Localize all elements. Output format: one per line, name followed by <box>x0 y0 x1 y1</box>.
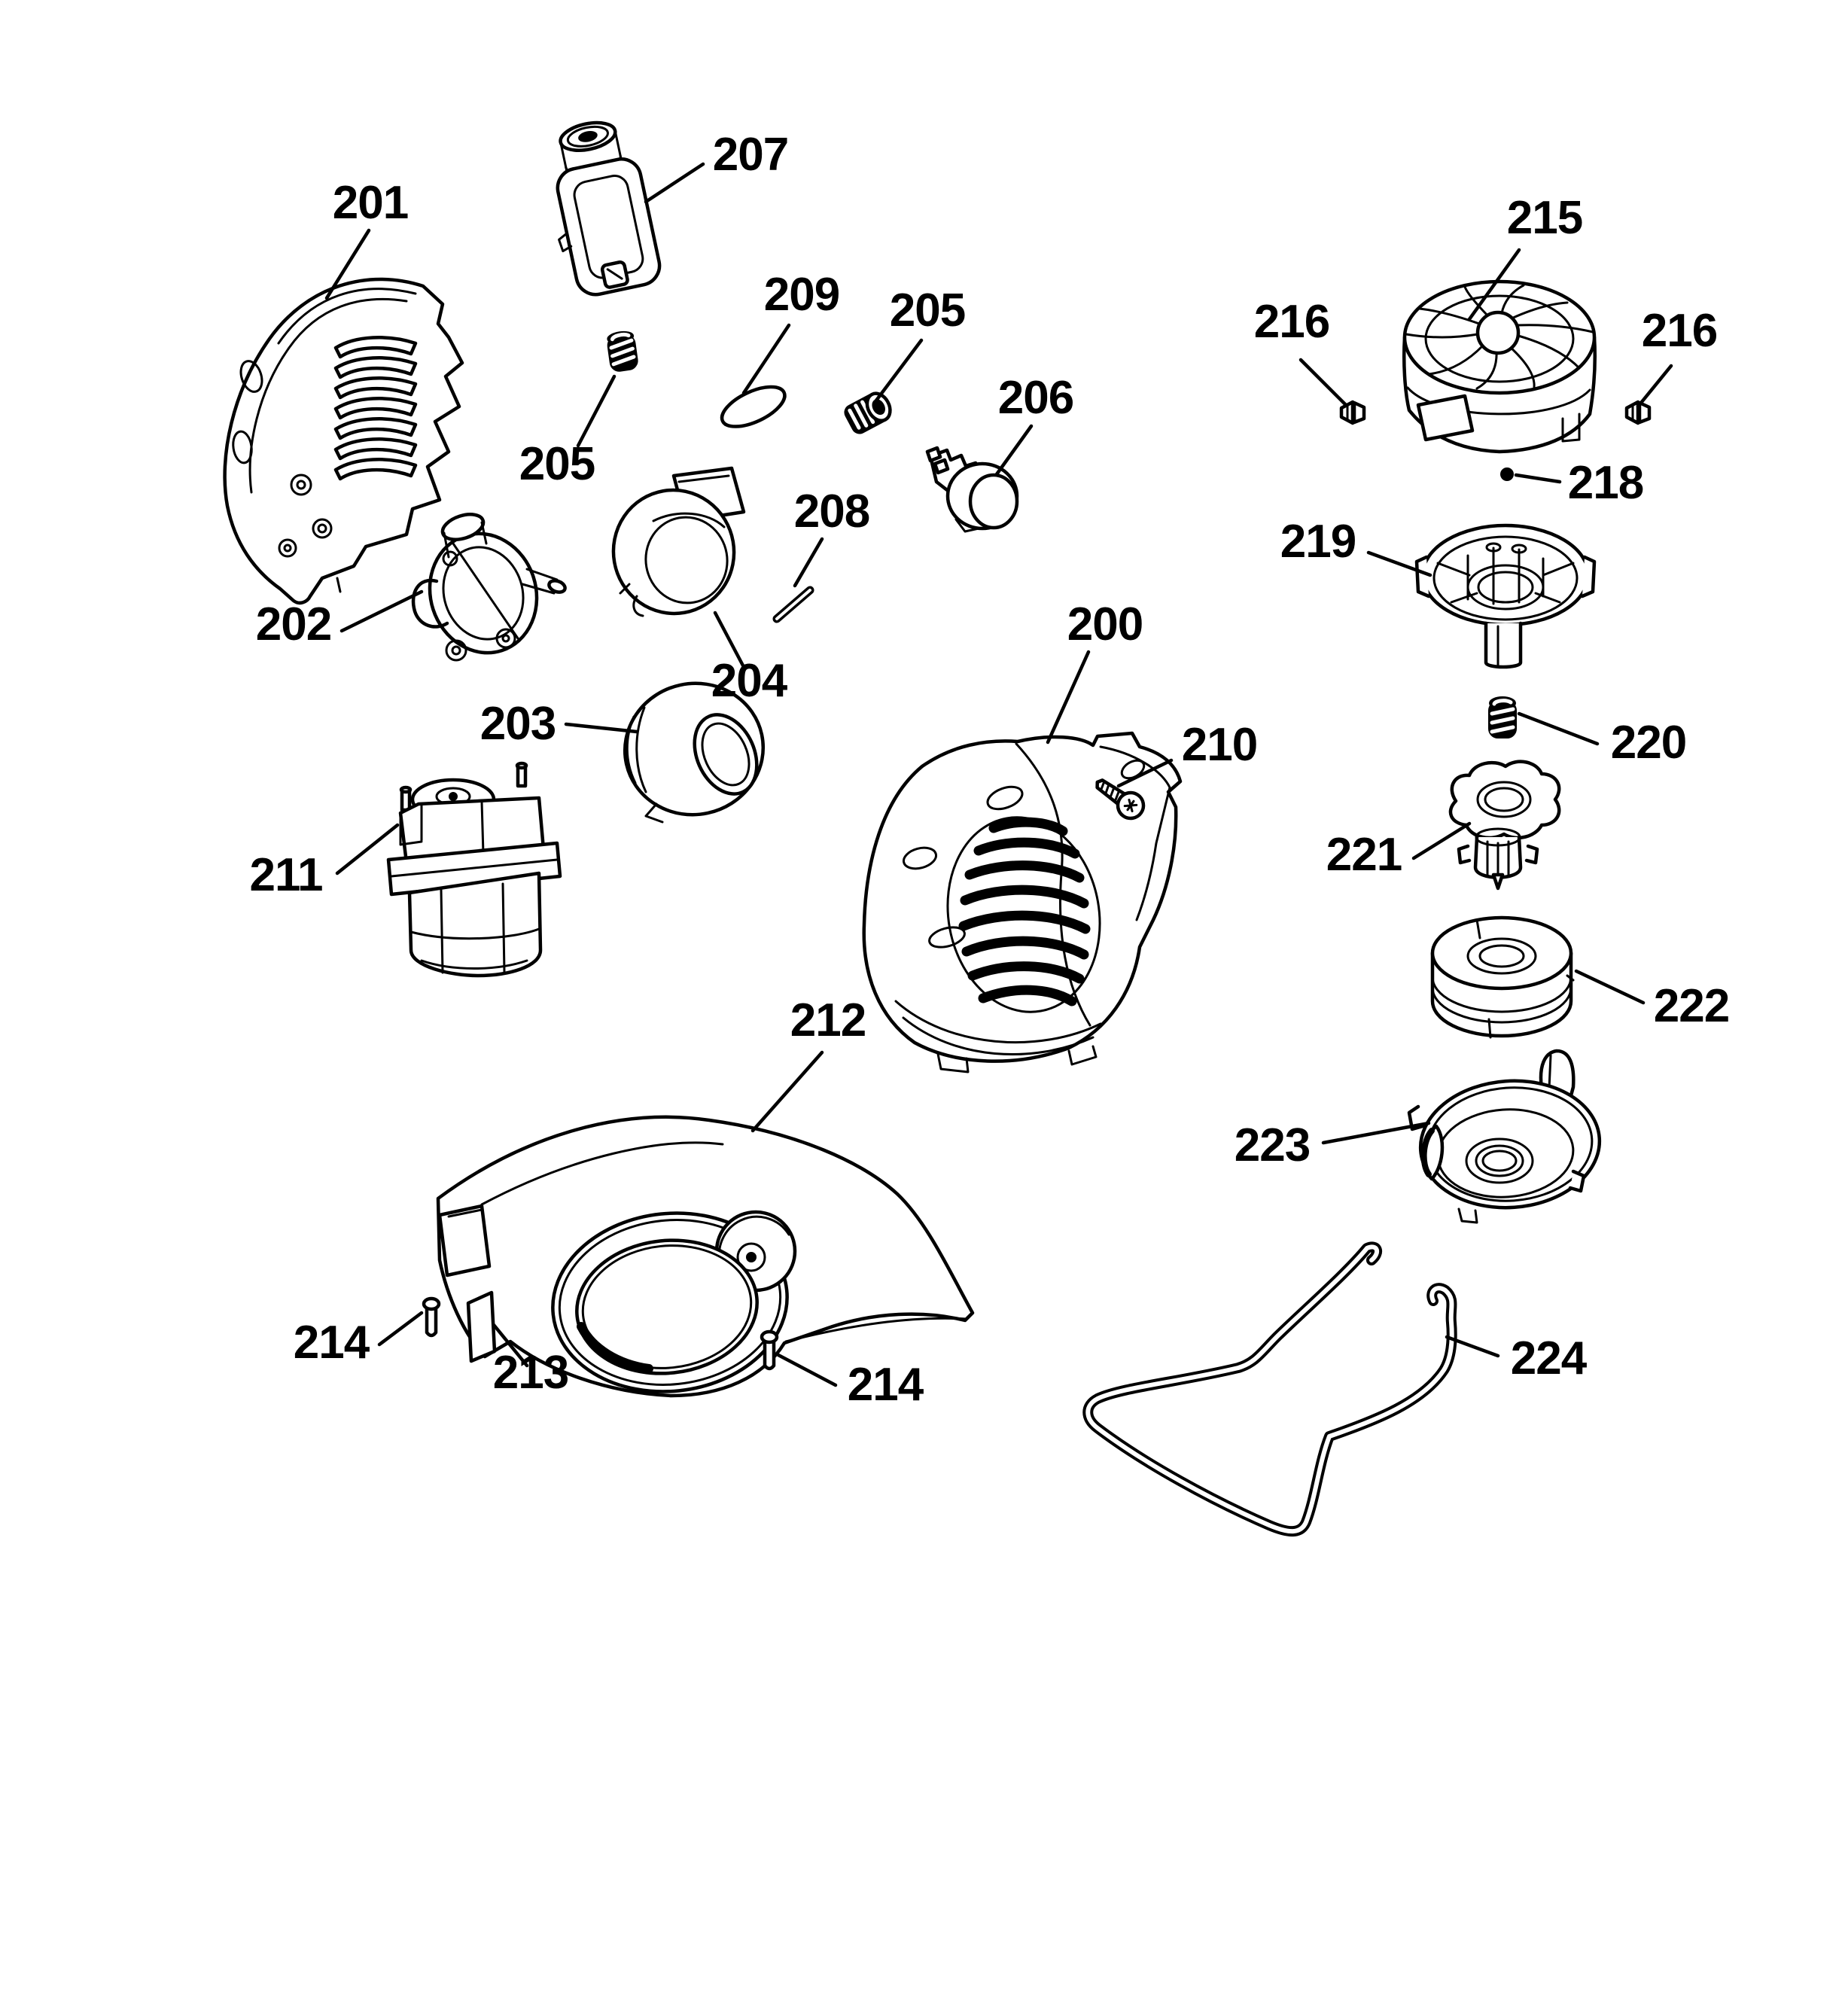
part-214-screw-left <box>422 1296 441 1338</box>
leader-206 <box>994 424 1034 477</box>
part-221-hub <box>1448 760 1561 891</box>
leader-216-right <box>1636 364 1673 409</box>
leader-209 <box>741 323 791 395</box>
callout-216-right: 216 <box>1642 305 1717 357</box>
leader-205-right <box>874 338 924 403</box>
part-203-collar <box>623 681 766 824</box>
leader-219 <box>1366 550 1432 577</box>
callout-218: 218 <box>1568 457 1643 509</box>
leader-208 <box>793 537 824 588</box>
part-210-screw <box>1095 778 1146 821</box>
leader-210 <box>1116 758 1174 788</box>
leader-218 <box>1514 473 1562 484</box>
callout-223: 223 <box>1235 1119 1310 1171</box>
part-211-motor <box>386 761 562 978</box>
part-202-gear-housing <box>411 513 567 662</box>
callout-213: 213 <box>493 1347 568 1399</box>
leader-223 <box>1321 1121 1431 1145</box>
part-219-spool-carrier <box>1414 523 1597 669</box>
part-213-plate <box>466 1290 497 1363</box>
part-220-spring <box>1488 696 1517 738</box>
callout-207: 207 <box>713 129 788 181</box>
part-201-housing-cover <box>223 277 464 605</box>
leader-lines <box>324 162 1673 1387</box>
callout-200: 200 <box>1067 598 1143 650</box>
leader-214-right <box>776 1353 838 1387</box>
part-205-spring-left <box>607 330 638 372</box>
part-200-main-housing <box>862 731 1183 1073</box>
leader-220 <box>1517 711 1600 746</box>
callout-221: 221 <box>1326 829 1402 881</box>
callout-205-right: 205 <box>890 285 965 337</box>
part-209-cap <box>720 385 787 428</box>
leader-200 <box>1046 650 1091 745</box>
part-204-cam-housing <box>611 466 746 617</box>
part-205-spring-right <box>844 391 892 434</box>
leader-202 <box>339 589 424 633</box>
leader-201 <box>324 228 371 300</box>
leader-207 <box>644 162 705 204</box>
callout-224: 224 <box>1511 1332 1588 1384</box>
leader-212 <box>750 1050 824 1133</box>
leader-221 <box>1411 821 1472 860</box>
part-207-bracket <box>556 120 662 297</box>
callout-labels: 200 201 202 203 204 205 205 206 207 208 … <box>249 129 1730 1411</box>
part-223-spool-cover <box>1407 1049 1602 1224</box>
callout-203: 203 <box>480 698 556 750</box>
leader-215 <box>1467 248 1521 321</box>
part-218-ball <box>1500 467 1514 481</box>
callout-201: 201 <box>333 177 408 229</box>
part-224-wire-guard <box>1082 1241 1457 1537</box>
callout-220: 220 <box>1611 717 1686 769</box>
callout-205-left: 205 <box>519 438 595 490</box>
callout-208: 208 <box>794 486 869 537</box>
part-215-fan <box>1402 279 1597 454</box>
leader-224 <box>1445 1335 1500 1358</box>
callout-214-left: 214 <box>294 1317 370 1369</box>
callout-210: 210 <box>1182 719 1257 771</box>
part-206-switch <box>925 446 1019 533</box>
leader-204 <box>713 611 746 669</box>
callout-215: 215 <box>1507 192 1582 244</box>
part-216-clip-right <box>1624 400 1652 425</box>
callout-212: 212 <box>790 994 866 1046</box>
part-222-spool <box>1430 915 1575 1039</box>
leader-211 <box>335 823 400 876</box>
part-216-clip-left <box>1339 400 1366 425</box>
callout-206: 206 <box>998 372 1073 424</box>
leader-216-left <box>1299 358 1348 407</box>
callout-211: 211 <box>249 849 322 901</box>
callout-222: 222 <box>1654 980 1729 1032</box>
part-208-pin <box>772 586 814 623</box>
leader-222 <box>1574 969 1646 1005</box>
callout-202: 202 <box>256 598 331 650</box>
leader-214-left <box>377 1311 424 1347</box>
callout-204: 204 <box>711 655 788 707</box>
callout-219: 219 <box>1280 516 1356 568</box>
callout-216-left: 216 <box>1254 296 1329 348</box>
part-214-screw-right <box>760 1329 779 1371</box>
callout-209: 209 <box>764 269 839 321</box>
leader-203 <box>564 722 639 734</box>
leader-205-left <box>576 374 617 448</box>
callout-214-right: 214 <box>848 1359 924 1411</box>
leader-213 <box>492 1323 529 1368</box>
part-212-guard <box>436 1115 975 1398</box>
